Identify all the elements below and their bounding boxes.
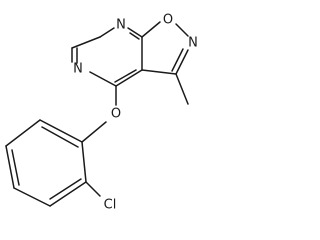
molecule-structure: N O N N O Cl [5,13,198,213]
bond-ph-3-4-double [11,149,20,186]
bond-n-c-isox-double [171,48,184,72]
atom-n-left: N [73,62,83,77]
bond-o-ether-phenyl [81,121,107,143]
bond-c-o-isox [141,21,161,38]
structure-canvas: N O N N O Cl [5,13,198,213]
bond-ph-1-2 [39,119,83,143]
bond-c-c-fused-bottom [115,69,143,87]
atom-cl: Cl [104,198,117,213]
bond-ph-5-6-double [49,178,82,200]
bond-o-n-isox [175,23,189,37]
bond-n-c-isox [175,49,189,75]
bond-c-c-isox [141,69,177,75]
bond-c-cl [85,181,101,197]
atom-o-ether: O [111,107,121,122]
atom-n-top: N [116,18,126,33]
bond-ph-4-5 [13,187,51,207]
bond-c2-c [71,36,101,49]
bond-n-top-c [127,27,143,38]
bond-ph-5-6 [49,181,87,207]
bond-ph-1-2-double [41,126,79,148]
bond-n-top-c-double [129,32,140,40]
bond-ph-2-3 [5,119,41,147]
bond-c-n-top [99,27,115,38]
atom-o-isox: O [163,13,173,28]
bond-ph-3-4 [5,145,15,189]
bond-c-c-fused-bottom-double [114,69,137,83]
atom-n-isox: N [188,36,198,51]
bond-ph-6-1 [81,141,87,183]
bond-c4-n-left [89,71,117,87]
bond-methyl [175,73,189,105]
